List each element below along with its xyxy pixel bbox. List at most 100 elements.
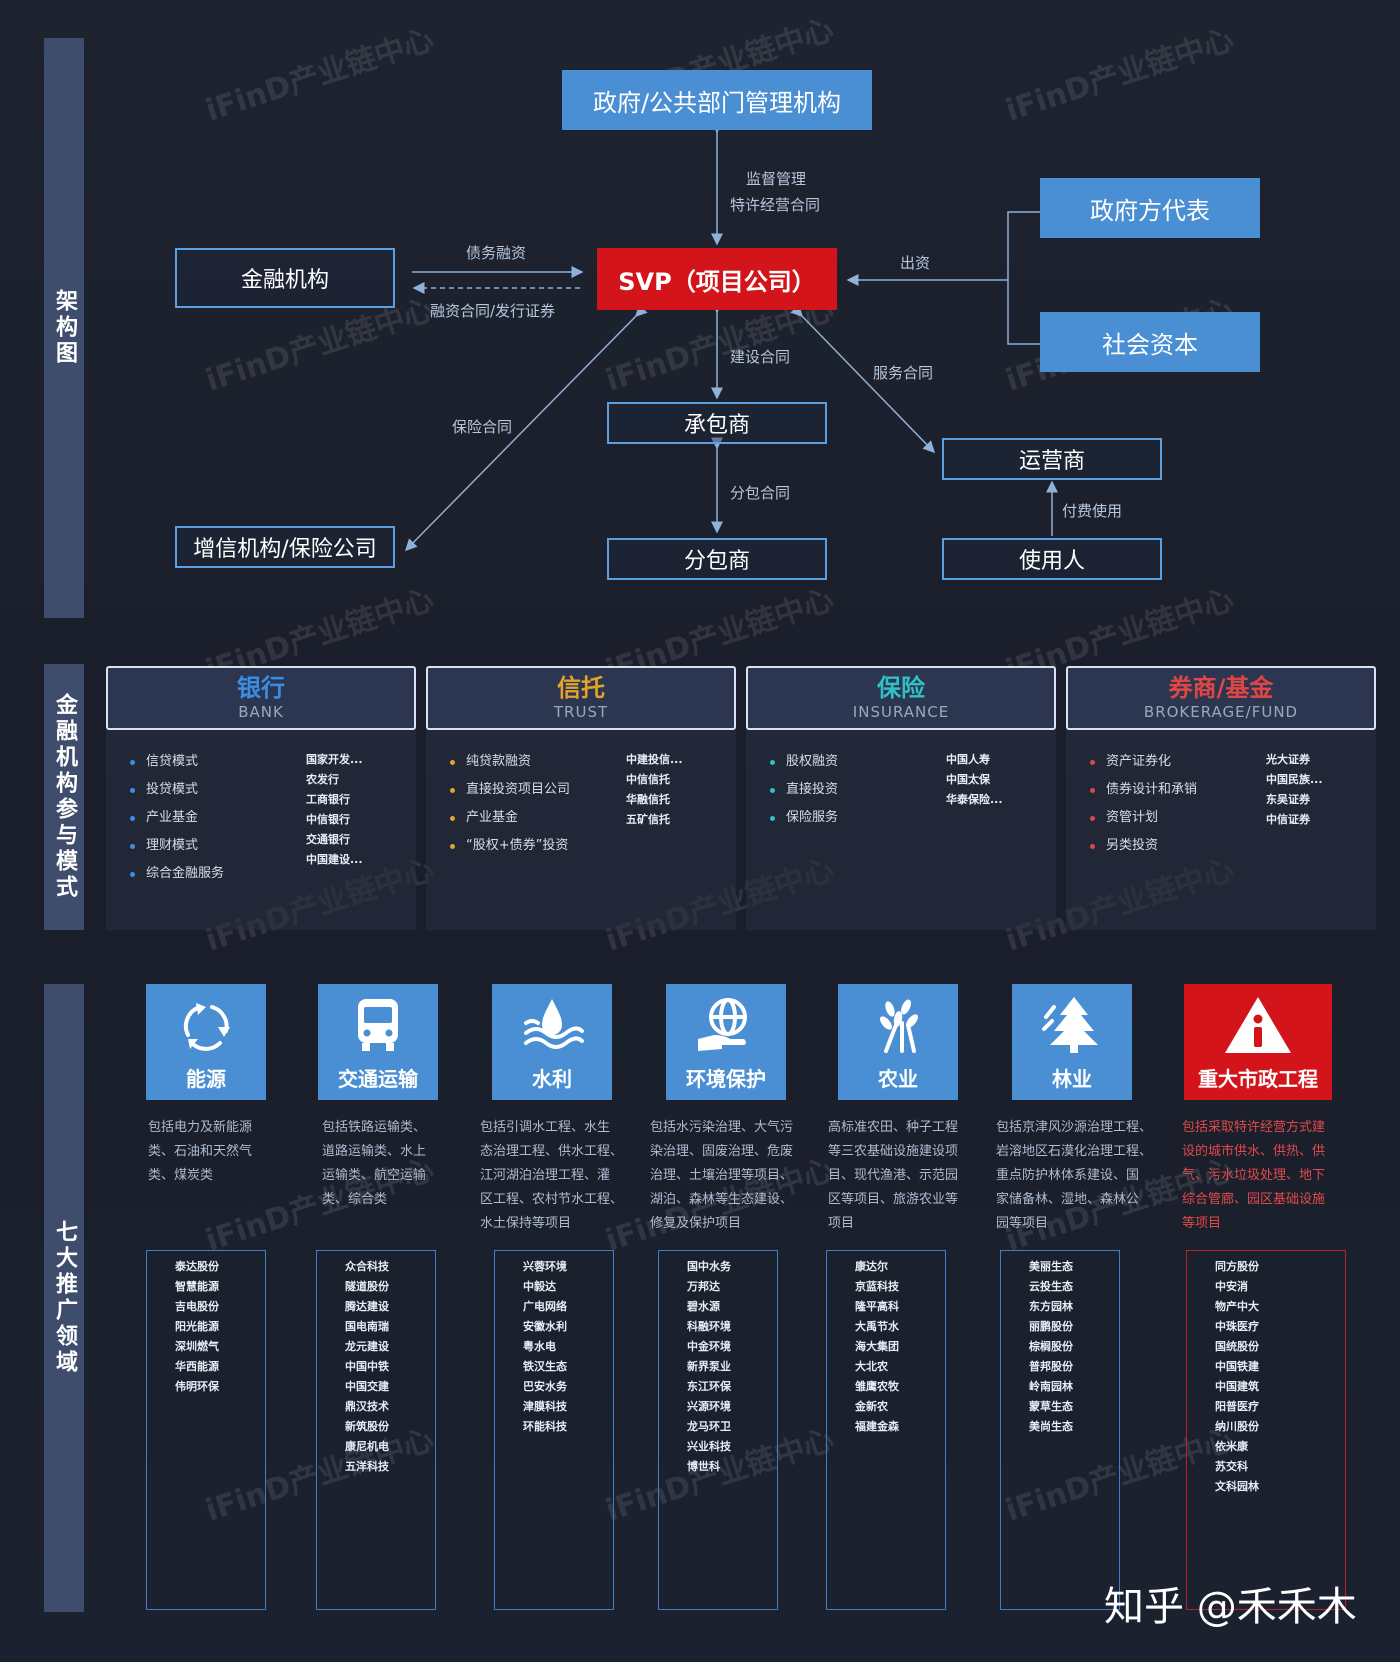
field-company-item: 中国中铁 [345,1360,389,1373]
field-company-item: 中毅达 [523,1280,556,1293]
social-capital-box: 社会资本 [1040,312,1260,372]
bullet-icon [450,788,455,793]
section-label-architecture: 架构图 [44,38,84,618]
finance-company-item: 中国太保 [946,773,990,786]
field-company-item: 兴蓉环境 [523,1260,567,1273]
field-label: 能源 [186,1067,226,1091]
finance-mode-list: 资产证券化债券设计和承销资管计划另类投资 [1088,748,1197,860]
field-company-item: 智慧能源 [175,1280,219,1293]
finance-mode-label: 产业基金 [146,810,199,825]
field-company-item: 博世科 [687,1460,720,1473]
finance-company-list: 中国人寿中国太保华泰保险... [946,750,1003,810]
field-company-item: 中国交建 [345,1380,389,1393]
finance-company-item: 农发行 [306,773,339,786]
finance-mode-label: 信贷模式 [146,754,199,769]
bullet-icon [1090,788,1095,793]
field-description-line: 园等项目 [996,1216,1049,1231]
field-description-line: 综合管廊、园区基础设施 [1182,1192,1326,1207]
field-description-line: 类、石油和天然气 [148,1144,253,1159]
field-company-item: 蒙草生态 [1029,1400,1073,1413]
finance-company-item: 光大证券 [1266,753,1310,766]
bullet-icon [770,816,775,821]
finance-mode-item: 产业基金 [128,804,224,832]
field-company-list: 兴蓉环境中毅达广电网络安徽水利粤水电铁汉生态巴安水务津膜科技环能科技 [523,1257,567,1437]
subcontractor-box: 分包商 [607,538,827,580]
edge-label-debt: 债务融资 [466,244,527,262]
field-description-line: 高标准农田、种子工程 [828,1120,959,1135]
finance-mode-item: 另类投资 [1088,832,1197,860]
field-description-line: 治理、土壤治理等项目、 [650,1168,794,1183]
finance-mode-label: 资管计划 [1106,810,1159,825]
finance-subtitle: INSURANCE [852,703,950,721]
field-company-item: 海大集团 [855,1340,899,1353]
field-company-item: 康尼机电 [345,1440,389,1453]
bullet-icon [450,760,455,765]
field-company-list: 美丽生态云投生态东方园林丽鹏股份棕榈股份普邦股份岭南园林蒙草生态美尚生态 [1029,1257,1073,1437]
field-description-line: 水土保持等项目 [480,1216,572,1231]
field-company-item: 五洋科技 [345,1460,389,1473]
finance-company-item: 中国人寿 [946,753,990,766]
field-description-line: 包括采取特许经营方式建 [1182,1120,1326,1135]
finance-mode-list: 纯贷款融资直接投资项目公司产业基金“股权+债券”投资 [448,748,570,860]
finance-company-item: 华泰保险... [946,793,1003,806]
field-company-item: 雏鹰农牧 [855,1380,899,1393]
credit-insurance-box: 增信机构/保险公司 [175,526,395,568]
field-description-line: 态治理工程、供水工程、 [480,1144,624,1159]
finance-mode-item: 理财模式 [128,832,224,860]
edge-service [790,304,936,454]
field-company-item: 众合科技 [345,1260,389,1273]
financial-institution-box: 金融机构 [175,248,395,308]
field-company-item: 深圳燃气 [175,1340,219,1353]
finance-title: 银行 [237,674,285,702]
field-label: 林业 [1052,1067,1092,1091]
field-description-line: 类、综合类 [322,1192,388,1207]
edge-label-construction: 建设合同 [730,348,791,366]
globe-hand-icon [694,995,758,1059]
edge-label-payment: 付费使用 [1062,502,1123,520]
finance-mode-label: 综合金融服务 [146,866,225,881]
finance-company-item: 交通银行 [306,833,350,846]
edge-label-financing: 融资合同/发行证券 [430,302,556,320]
finance-mode-item: “股权+债券”投资 [448,832,570,860]
field-company-item: 阳普医疗 [1215,1400,1259,1413]
field-company-item: 福建金森 [855,1420,899,1433]
tree-icon [1040,995,1104,1059]
field-label: 环境保护 [686,1067,766,1091]
field-description-line: 区等项目、旅游农业等 [828,1192,959,1207]
field-company-item: 兴源环境 [687,1400,731,1413]
finance-mode-list: 股权融资直接投资保险服务 [768,748,838,832]
field-company-item: 国统股份 [1215,1340,1259,1353]
field-description: 包括京津风沙源治理工程、岩溶地区石漠化治理工程、重点防护林体系建设、国家储备林、… [996,1116,1152,1236]
field-company-item: 棕榈股份 [1029,1340,1073,1353]
field-company-item: 东方园林 [1029,1300,1073,1313]
edge-label-franchise: 特许经营合同 [730,196,821,214]
finance-company-item: 中信证券 [1266,813,1310,826]
field-company-item: 大禹节水 [855,1320,899,1333]
bullet-icon [130,760,135,765]
field-description-line: 目、现代渔港、示范园 [828,1168,959,1183]
field-description: 包括采取特许经营方式建设的城市供水、供热、供气、污水垃圾处理、地下综合管廊、园区… [1182,1116,1325,1236]
finance-title: 信托 [557,674,605,702]
field-company-item: 龙马环卫 [687,1420,731,1433]
field-company-list: 泰达股份智慧能源吉电股份阳光能源深圳燃气华西能源伟明环保 [175,1257,219,1397]
field-tile-2: 水利 [492,984,612,1100]
field-description-line: 江河湖泊治理工程、灌 [480,1168,611,1183]
recycle-icon [174,995,238,1059]
finance-mode-list: 信贷模式投贷模式产业基金理财模式综合金融服务 [128,748,224,888]
field-company-list: 同方股份中安消物产中大中珠医疗国统股份中国铁建中国建筑阳普医疗纳川股份依米康苏交… [1215,1257,1259,1497]
finance-company-item: 华融信托 [626,793,670,806]
field-company-item: 龙元建设 [345,1340,389,1353]
field-description-line: 家储备林、湿地、森林公 [996,1192,1140,1207]
field-company-item: 中金环境 [687,1340,731,1353]
finance-mode-item: 直接投资 [768,776,838,804]
field-tile-4: 农业 [838,984,958,1100]
field-company-item: 美尚生态 [1029,1420,1073,1433]
finance-mode-label: 保险服务 [786,810,839,825]
bullet-icon [770,788,775,793]
field-company-item: 安徽水利 [523,1320,567,1333]
field-company-item: 中珠医疗 [1215,1320,1259,1333]
